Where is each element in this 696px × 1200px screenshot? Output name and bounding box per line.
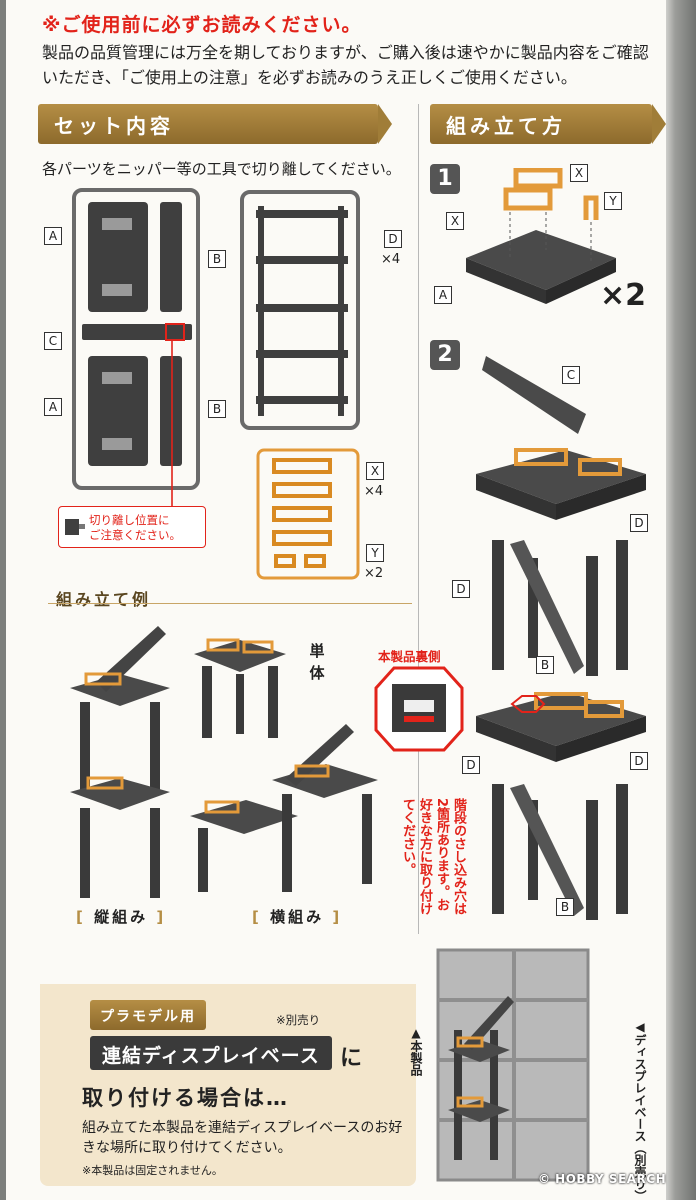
step-1-badge: 1 — [430, 164, 460, 194]
step1-label-y: Y — [604, 192, 622, 210]
horizontal-example-text: 横組み — [270, 908, 325, 926]
step-2-illustration — [476, 356, 646, 920]
part-label-a1: A — [44, 227, 62, 245]
single-example-text: 単体 — [309, 642, 325, 682]
display-base-label: ◀ディスプレイベース（別売り） — [633, 1020, 647, 1200]
step2-label-b2: B — [556, 898, 574, 916]
cut-position-callout: 切り離し位置に ご注意ください。 — [58, 506, 206, 548]
back-side-detail — [374, 666, 464, 752]
contents-header: セット内容 — [38, 104, 392, 144]
step2-label-b1: B — [536, 656, 554, 674]
display-base-illustration — [436, 948, 590, 1182]
part-label-a2: A — [44, 398, 62, 416]
step1-multiplier: ×2 — [600, 278, 647, 313]
step-1-illustration — [466, 168, 616, 304]
back-side-label: 本製品裏側 — [378, 649, 441, 664]
parts-sprues-illustration — [72, 188, 360, 580]
scan-edge — [666, 0, 696, 1200]
part-label-y: Y — [366, 544, 384, 562]
vertical-example-text: 縦組み — [94, 908, 149, 926]
part-count-x: ×4 — [364, 484, 384, 499]
assembly-header-label: 組み立て方 — [446, 114, 566, 138]
step2-label-c: C — [562, 366, 580, 384]
step2-label-d4: D — [630, 752, 648, 770]
this-product-label: ▲本製品 — [409, 1026, 423, 1076]
assembly-header: 組み立て方 — [430, 104, 666, 144]
part-label-d: D — [384, 230, 402, 248]
step2-label-d1: D — [630, 514, 648, 532]
step1-label-x2: X — [446, 212, 464, 230]
examples-title: 組み立て例 — [56, 590, 152, 609]
cut-position-text: 切り離し位置に ご注意ください。 — [89, 513, 181, 542]
contents-header-label: セット内容 — [54, 114, 174, 138]
single-example-illustration — [194, 638, 286, 738]
vertical-example-label: [ 縦組み ] — [76, 908, 167, 926]
attach-instruction: 組み立てた本製品を連結ディスプレイベースのお好きな場所に取り付けてください。 — [82, 1120, 403, 1156]
step1-label-a: A — [434, 286, 452, 304]
divider — [418, 104, 419, 934]
part-label-b1: B — [208, 250, 226, 268]
part-count-d: ×4 — [381, 252, 401, 267]
title-particle: に — [340, 1046, 363, 1071]
cut-detail-icon — [65, 519, 85, 535]
horizontal-example-label: [ 横組み ] — [252, 908, 343, 926]
hobby-search-watermark: © HOBBY SEARCH — [538, 1172, 667, 1186]
step-2-badge: 2 — [430, 340, 460, 370]
sold-separately-note: ※別売り — [276, 1013, 321, 1027]
display-base-section: プラモデル用 ※別売り 連結ディスプレイベース に 取り付ける場合は… 組み立て… — [40, 984, 416, 1186]
part-label-x: X — [366, 462, 384, 480]
instruction-sheet: ※ご使用前に必ずお読みください。 製品の品質管理には万全を期しておりますが、ご購… — [6, 0, 666, 1200]
attach-heading: 取り付ける場合は… — [82, 1086, 289, 1110]
part-label-b2: B — [208, 400, 226, 418]
display-base-title: 連結ディスプレイベース — [90, 1036, 332, 1070]
stair-hole-note: 階段のさし込み穴は2箇所あります。お好きな方に取り付けてください。 — [400, 798, 466, 915]
examples-underline — [48, 603, 412, 604]
step2-label-d2: D — [452, 580, 470, 598]
step2-label-d3: D — [462, 756, 480, 774]
notice-title: ※ご使用前に必ずお読みください。 — [42, 14, 362, 36]
part-label-c: C — [44, 332, 62, 350]
part-count-y: ×2 — [364, 566, 384, 581]
plamodel-tag: プラモデル用 — [90, 1000, 206, 1030]
horizontal-example-illustration — [190, 724, 378, 892]
contents-description: 各パーツをニッパー等の工具で切り離してください。 — [42, 160, 401, 178]
vertical-example-illustration — [70, 626, 170, 898]
fixed-note: ※本製品は固定されません。 — [82, 1164, 223, 1177]
notice-body: 製品の品質管理には万全を期しておりますが、ご購入後は速やかに製品内容をご確認いた… — [42, 43, 649, 87]
step1-label-x1: X — [570, 164, 588, 182]
single-example-label: 単体 — [306, 640, 328, 684]
